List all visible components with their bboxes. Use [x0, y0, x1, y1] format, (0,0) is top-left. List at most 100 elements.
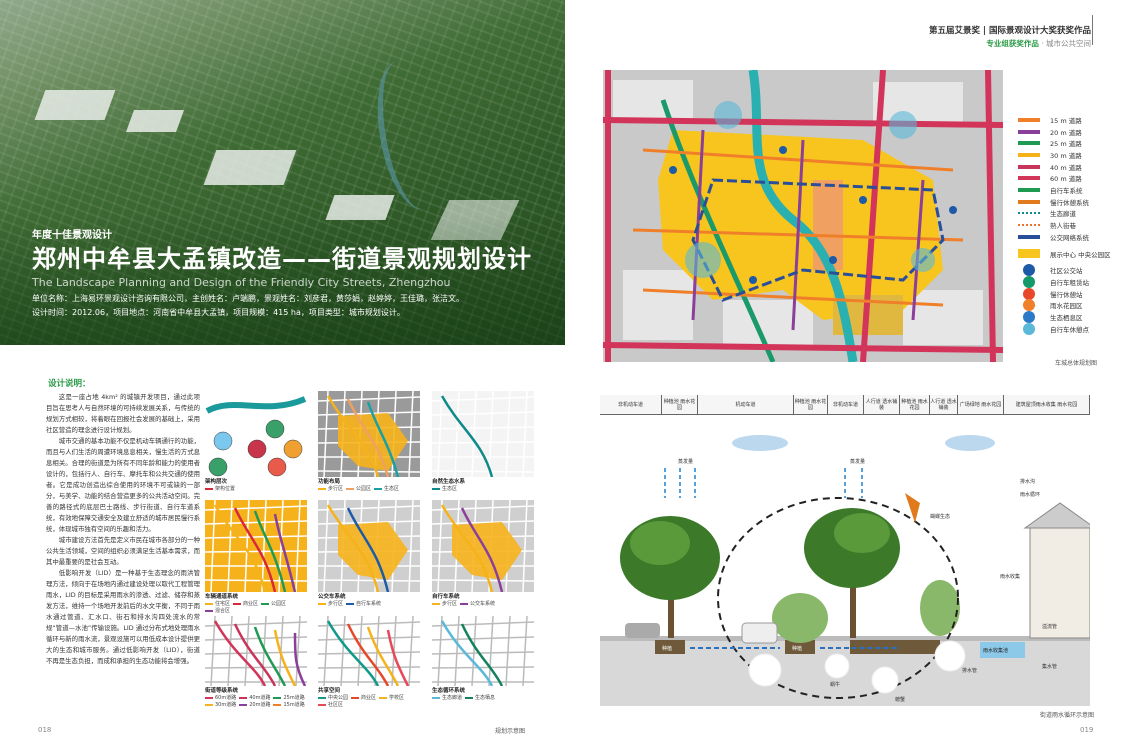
diagram-title: 共享空间 — [318, 688, 341, 694]
legend-label: 混合区 — [215, 608, 231, 614]
legend-label: 社区区 — [328, 702, 344, 708]
legend-label: 30m道路 — [215, 702, 237, 708]
diagram-legend-item: 学校区 — [378, 695, 404, 702]
legend-label: 公园区 — [271, 601, 287, 607]
page-number-left: 018 — [38, 726, 52, 734]
legend-label: 生态区 — [442, 486, 458, 492]
diagram-legend: 架构位置 — [204, 486, 314, 493]
diagram-legend-item: 生态区 — [431, 486, 457, 493]
evap-label-2: 蒸发量 — [850, 458, 865, 465]
legend-item: 30 m 道路 — [1018, 149, 1128, 161]
legend-label: 25m道路 — [283, 695, 305, 701]
legend-swatch — [1018, 164, 1040, 169]
legend-label: 自行车系统 — [1050, 186, 1083, 195]
legend-label: 慢行休憩系统 — [1050, 198, 1089, 207]
design-heading: 设计说明： — [48, 379, 91, 389]
legend-label: 自行车休憩点 — [1050, 325, 1089, 334]
planter-label: 种植 — [662, 645, 672, 652]
legend-label: 公交车系统 — [470, 601, 496, 607]
section-column-label: 人行道 透水铺装 — [930, 395, 958, 414]
street-section-illustration: 蒸发量 蒸发量 蝴蝶生态 种植 种植 蜗牛 螃蟹 雨水收集池 排水管 雨水收集 … — [600, 435, 1090, 706]
legend-label: 慢行休憩站 — [1050, 290, 1083, 299]
diagram-legend-item: 30m道路 — [204, 702, 236, 709]
diagram-legend-item: 60m道路 — [204, 695, 236, 702]
cistern-label: 雨水收集池 — [983, 647, 1008, 654]
crab-label: 螃蟹 — [895, 696, 905, 703]
diagram-7 — [204, 615, 317, 698]
diagram-legend: 步行区 公园区 生态区 — [317, 486, 427, 493]
diagram-title: 街道等级系统 — [205, 688, 239, 694]
section-column-label: 人行道 透水铺装 — [864, 395, 900, 414]
legend-label: 60 m 道路 — [1050, 175, 1082, 184]
legend-label: 熟人街巷 — [1050, 222, 1076, 231]
legend-label: 步行区 — [328, 486, 344, 492]
section-column-header: 非机动车道种植池 雨水花园机动车道种植池 雨水花园非机动车道人行道 透水铺装种植… — [600, 395, 1090, 415]
diagram-1 — [205, 391, 307, 477]
diagram-legend-item: 20m道路 — [238, 702, 270, 709]
diagram-legend-item: 公交车系统 — [459, 601, 495, 608]
diagram-legend-item: 架构位置 — [204, 486, 235, 493]
hero-meta-1: 单位名称：上海易环景观设计咨询有限公司，主创姓名：卢端鹏，景观姓名：刘彦君，黄莎… — [32, 294, 464, 303]
section-column-label: 种植池 雨水花园 — [794, 395, 828, 414]
diagram-legend-item: 商业区 — [350, 695, 376, 702]
legend-swatch — [1018, 152, 1040, 157]
diagram-legend-item: 自行车系统 — [345, 601, 381, 608]
design-body: 这是一座占地 4km² 的城镇开发项目，通过此项目旨在思考人与自然环境的可持续发… — [46, 392, 200, 667]
diagram-title: 车辆通道系统 — [205, 594, 239, 600]
legend-label: 住宅区 — [215, 601, 231, 607]
section-column-label: 种植池 雨水花园 — [900, 395, 930, 414]
diagram-legend-item: 中央公园 — [317, 695, 348, 702]
recycle-label: 雨水循环 — [1020, 491, 1040, 498]
legend-item: 自行车租赁站 — [1018, 276, 1128, 289]
legend-item: 社区公交站 — [1018, 264, 1128, 277]
diagram-title: 自行车系统 — [432, 594, 460, 600]
diagram-legend-item: 生态廊道 — [431, 695, 462, 702]
hero-meta-2: 设计时间：2012.06，项目地点：河南省中牟县大孟镇，项目规模：415 ha，… — [32, 308, 405, 317]
legend-marker-icon — [1023, 299, 1035, 312]
legend-label: 生态区 — [384, 486, 400, 492]
legend-swatch — [1018, 176, 1040, 181]
legend-label: 商业区 — [243, 601, 259, 607]
diagram-legend-item: 15m道路 — [272, 702, 305, 709]
hero-aerial-photo — [0, 0, 565, 345]
legend-label: 公园区 — [356, 486, 372, 492]
legend-item: 慢行休憩系统 — [1018, 196, 1128, 208]
diagram-title: 功能布局 — [318, 479, 341, 485]
legend-label: 生态廊道 — [442, 695, 463, 701]
diagram-legend-item: 公园区 — [345, 486, 371, 493]
legend-label: 学校区 — [389, 695, 405, 701]
diagram-title: 自然生态水系 — [432, 479, 466, 485]
legend-item: 自行车系统 — [1018, 184, 1128, 196]
section-caption: 街道雨水循环示意图 — [1040, 712, 1095, 719]
map-caption: 车城总体规划图 — [1055, 360, 1098, 367]
diagram-legend: 生态区 — [431, 486, 541, 493]
diagram-legend-item: 生态栖息 — [464, 695, 495, 702]
diagram-8 — [317, 615, 421, 698]
butterfly-label: 蝴蝶生态 — [930, 513, 950, 520]
legend-label: 40m道路 — [249, 695, 271, 701]
diagram-legend: 住宅区 商业区 公园区混合区 — [204, 601, 314, 615]
diagram-legend-item: 商业区 — [232, 601, 258, 608]
legend-label: 生态廊道 — [1050, 210, 1076, 219]
legend-swatch — [1018, 141, 1040, 146]
legend-item: 生态栖息区 — [1018, 311, 1128, 324]
legend-label: 架构位置 — [215, 486, 236, 492]
legend-label: 自行车租赁站 — [1050, 279, 1089, 288]
pipe-label: 排水沟 — [1020, 478, 1035, 485]
legend-label: 雨水花园区 — [1050, 302, 1083, 311]
legend-label: 步行区 — [442, 601, 458, 607]
legend-swatch — [1018, 212, 1040, 215]
gutter-label: 集水管 — [1042, 663, 1057, 670]
legend-label: 社区公交站 — [1050, 267, 1083, 276]
legend-label: 15m道路 — [283, 702, 305, 708]
diagram-legend-item: 公园区 — [260, 601, 286, 608]
legend-item: 慢行休憩站 — [1018, 287, 1128, 300]
master-plan-map — [603, 70, 1003, 362]
hero-title-en: The Landscape Planning and Design of the… — [32, 276, 451, 289]
diagram-legend-item: 40m道路 — [238, 695, 270, 702]
planter-label-2: 种植 — [792, 645, 802, 652]
diagram-legend: 步行区自行车系统 — [317, 601, 427, 608]
legend-item: 展示中心 中央公园区 — [1018, 243, 1128, 265]
